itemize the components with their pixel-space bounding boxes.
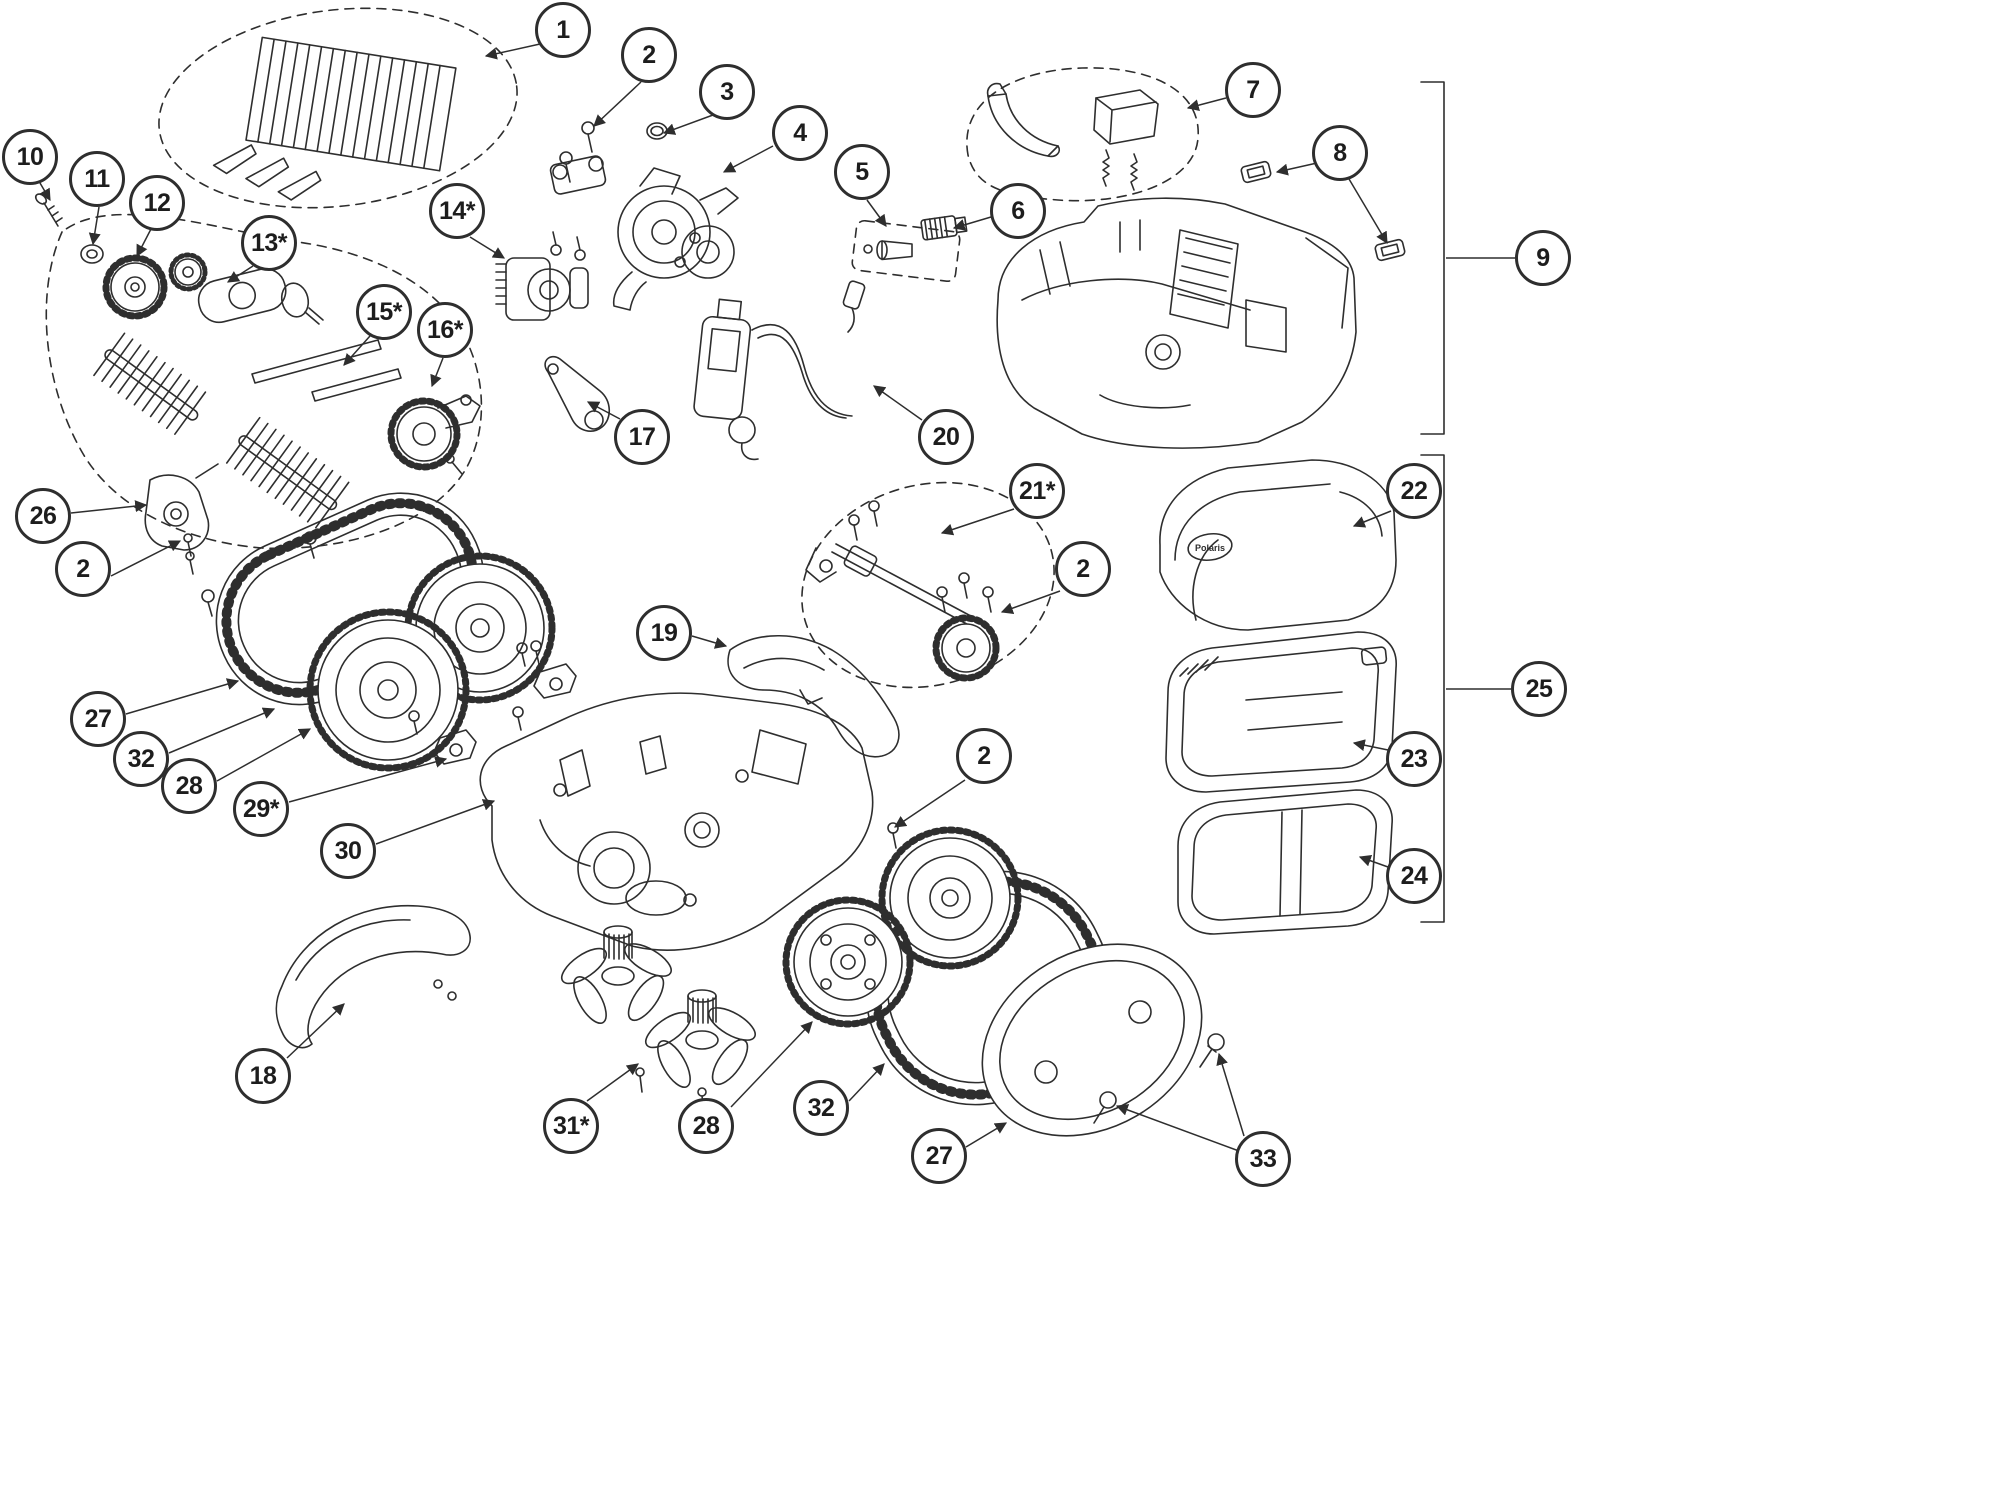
part-8-clips xyxy=(1240,160,1406,262)
callout-23[interactable]: 23 xyxy=(1386,731,1442,787)
callout-12[interactable]: 12 xyxy=(129,175,185,231)
callout-26[interactable]: 26 xyxy=(15,488,71,544)
callout-30[interactable]: 30 xyxy=(320,823,376,879)
right-drivetrain xyxy=(782,826,1225,1137)
leader-lines xyxy=(39,43,1515,1152)
part-6-fitting xyxy=(920,215,968,241)
callout-5[interactable]: 5 xyxy=(834,144,890,200)
part-26-bracket xyxy=(144,463,219,575)
callout-24[interactable]: 24 xyxy=(1386,848,1442,904)
callout-11[interactable]: 11 xyxy=(69,151,125,207)
callout-16[interactable]: 16* xyxy=(417,302,473,358)
callout-27b[interactable]: 27 xyxy=(911,1128,967,1184)
callout-21[interactable]: 21* xyxy=(1009,463,1065,519)
part-29-brackets xyxy=(408,640,577,765)
part-5-valve xyxy=(851,219,961,283)
part-1-heatsink-module xyxy=(158,7,518,209)
part-3-oring xyxy=(646,122,668,140)
part-11-washer xyxy=(80,244,104,264)
part-31-impellers xyxy=(560,925,756,1113)
part-16-gear-assembly xyxy=(387,394,481,475)
callout-27[interactable]: 27 xyxy=(70,691,126,747)
part-13-drive-motor xyxy=(168,252,324,325)
brand-logo: Polaris xyxy=(1195,543,1225,553)
part-2-screw-mid xyxy=(887,822,899,849)
part-22-top-cover xyxy=(1159,459,1397,631)
callout-29[interactable]: 29* xyxy=(233,781,289,837)
impeller-a xyxy=(560,925,672,1024)
part-20-harness xyxy=(693,280,866,461)
callout-2c[interactable]: 2 xyxy=(55,541,111,597)
part-4-pump-assembly xyxy=(549,155,739,311)
part-10-screw xyxy=(34,193,63,227)
left-track-assembly xyxy=(201,492,556,772)
callout-13[interactable]: 13* xyxy=(241,215,297,271)
bracket-group-9 xyxy=(1420,81,1445,435)
part-24-lower-basket xyxy=(1177,789,1393,935)
callout-19[interactable]: 19 xyxy=(636,605,692,661)
part-12-gear xyxy=(102,254,168,320)
callout-10[interactable]: 10 xyxy=(2,129,58,185)
part-9-chassis-body xyxy=(996,197,1357,449)
callout-14[interactable]: 14* xyxy=(429,183,485,239)
callout-15[interactable]: 15* xyxy=(356,284,412,340)
callout-7[interactable]: 7 xyxy=(1225,62,1281,118)
callout-2b[interactable]: 2 xyxy=(1055,541,1111,597)
part-21-axle-assembly xyxy=(801,481,1055,689)
part-30-chassis-bottom xyxy=(479,692,874,951)
callout-4[interactable]: 4 xyxy=(772,105,828,161)
part-19-handle-cover xyxy=(727,635,900,758)
part-17-arm xyxy=(544,355,611,432)
callout-28b[interactable]: 28 xyxy=(678,1098,734,1154)
callout-31[interactable]: 31* xyxy=(543,1098,599,1154)
brand-logo-text: Polaris xyxy=(1195,543,1225,553)
bracket-group-25 xyxy=(1420,454,1445,923)
callout-2d[interactable]: 2 xyxy=(956,728,1012,784)
callout-22[interactable]: 22 xyxy=(1386,463,1442,519)
callout-8[interactable]: 8 xyxy=(1312,125,1368,181)
impeller-b xyxy=(644,989,756,1088)
callout-28[interactable]: 28 xyxy=(161,758,217,814)
callout-6[interactable]: 6 xyxy=(990,183,1046,239)
callout-20[interactable]: 20 xyxy=(918,409,974,465)
part-15-brush-strips xyxy=(251,339,402,402)
part-7-handle-group xyxy=(966,67,1199,202)
callout-9[interactable]: 9 xyxy=(1515,230,1571,286)
callout-25[interactable]: 25 xyxy=(1511,661,1567,717)
callout-33[interactable]: 33 xyxy=(1235,1131,1291,1187)
callout-17[interactable]: 17 xyxy=(614,409,670,465)
callout-18[interactable]: 18 xyxy=(235,1048,291,1104)
part-14-pump-motor xyxy=(495,231,589,321)
part-2-screws-top xyxy=(559,121,595,183)
callout-2[interactable]: 2 xyxy=(621,27,677,83)
part-23-filter-tray xyxy=(1165,631,1397,793)
part-18-bumper xyxy=(275,904,471,1049)
callout-1[interactable]: 1 xyxy=(535,2,591,58)
brush-rollers xyxy=(93,332,350,529)
callout-32b[interactable]: 32 xyxy=(793,1080,849,1136)
callout-3[interactable]: 3 xyxy=(699,64,755,120)
callout-32[interactable]: 32 xyxy=(113,731,169,787)
